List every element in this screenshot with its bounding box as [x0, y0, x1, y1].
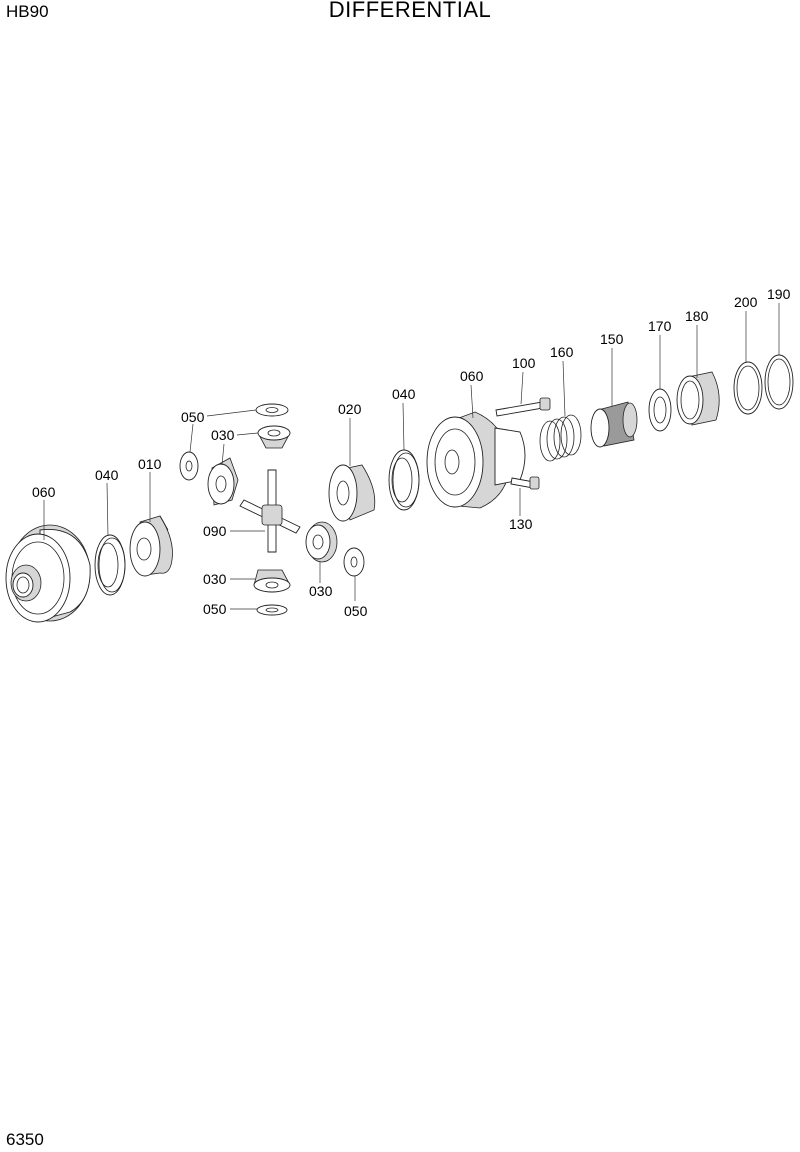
part-030-pinion-top[interactable]	[257, 425, 291, 449]
page-number: 6350	[6, 1130, 44, 1149]
part-090-spider[interactable]	[239, 469, 301, 553]
callout-050-top: 050	[181, 409, 205, 425]
callout-050-bottom-right: 050	[344, 603, 368, 619]
part-150-hub[interactable]	[590, 401, 638, 448]
callout-060-left: 060	[32, 484, 56, 500]
part-130-bolt[interactable]	[510, 476, 540, 490]
callout-190: 190	[767, 286, 791, 302]
callout-090: 090	[203, 523, 227, 539]
part-020-case[interactable]	[328, 464, 376, 522]
part-040-plate-left[interactable]	[94, 534, 126, 596]
callout-030-bottom-left: 030	[203, 571, 227, 587]
callout-030-bottom-right: 030	[309, 583, 333, 599]
part-190-ring[interactable]	[764, 354, 794, 410]
part-160-spring[interactable]	[539, 414, 582, 462]
part-030-gear-right[interactable]	[305, 521, 338, 563]
callout-040-mid: 040	[392, 386, 416, 402]
part-060-housing-mid[interactable]	[426, 411, 526, 509]
page-title: DIFFERENTIAL	[328, 0, 492, 22]
callout-050-bottom-left: 050	[203, 601, 227, 617]
callout-180: 180	[685, 308, 709, 324]
callout-030-top: 030	[211, 427, 235, 443]
part-180-sleeve[interactable]	[676, 371, 720, 426]
callout-010: 010	[138, 456, 162, 472]
callout-130: 130	[509, 516, 533, 532]
part-010-case[interactable]	[129, 515, 173, 577]
part-060-housing-left[interactable]	[5, 524, 91, 623]
leader-lines	[43, 303, 780, 610]
callout-150: 150	[600, 331, 624, 347]
callout-100: 100	[512, 355, 536, 371]
callout-160: 160	[550, 344, 574, 360]
callout-170: 170	[648, 318, 672, 334]
part-170-bearing[interactable]	[648, 388, 672, 432]
callout-020: 020	[338, 401, 362, 417]
part-200-ring[interactable]	[733, 361, 763, 415]
part-050-washer-bottom[interactable]	[256, 604, 288, 616]
callout-200: 200	[734, 294, 758, 310]
part-100-bolt[interactable]	[495, 397, 551, 417]
part-030-gear-left[interactable]	[207, 457, 239, 506]
part-040-plate-mid[interactable]	[388, 449, 420, 511]
callout-040-left: 040	[95, 467, 119, 483]
part-030-pinion-bottom[interactable]	[253, 569, 291, 593]
model-code: HB90	[6, 2, 49, 21]
part-050-washer-right[interactable]	[343, 547, 365, 577]
part-050-washer-a[interactable]	[179, 451, 199, 481]
part-050-washer-top[interactable]	[255, 403, 289, 417]
callout-060-mid: 060	[460, 368, 484, 384]
